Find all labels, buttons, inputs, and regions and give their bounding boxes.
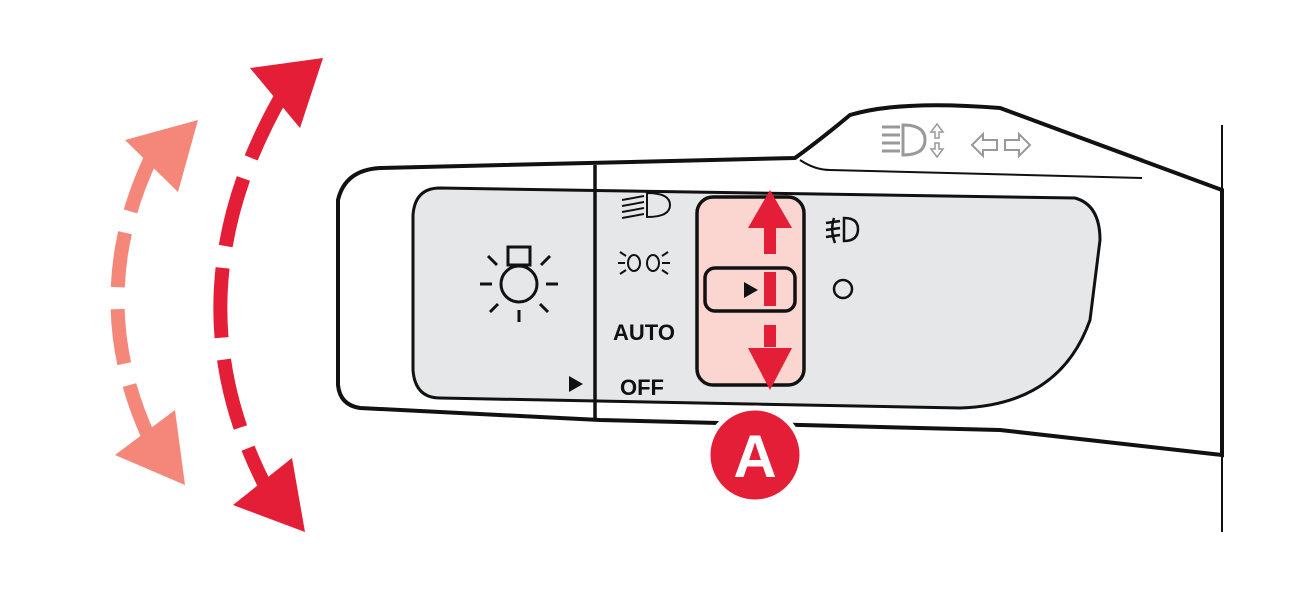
front-fog-light-icon xyxy=(825,216,860,244)
off-indicator-icon xyxy=(569,376,583,392)
turn-signal-left-icon xyxy=(970,131,998,159)
parking-lights-icon xyxy=(618,251,670,275)
headlight-symbol-icon xyxy=(480,245,558,322)
position-off-label: OFF xyxy=(620,375,664,400)
switch-indicator-icon xyxy=(744,282,758,298)
switch-direction-arrow xyxy=(748,190,792,390)
high-beam-icon xyxy=(621,191,672,219)
fog-switch[interactable] xyxy=(695,190,806,390)
position-auto-label: AUTO xyxy=(613,320,675,345)
light-rotation-arrow xyxy=(110,120,198,485)
turn-signal-right-icon xyxy=(1004,131,1032,159)
dark-rotation-arrow xyxy=(213,58,323,532)
callout-badge-a: A xyxy=(705,405,805,505)
off-circle-icon xyxy=(832,278,854,300)
high-beam-flash-icon xyxy=(882,122,945,159)
callout-label: A xyxy=(733,423,776,490)
